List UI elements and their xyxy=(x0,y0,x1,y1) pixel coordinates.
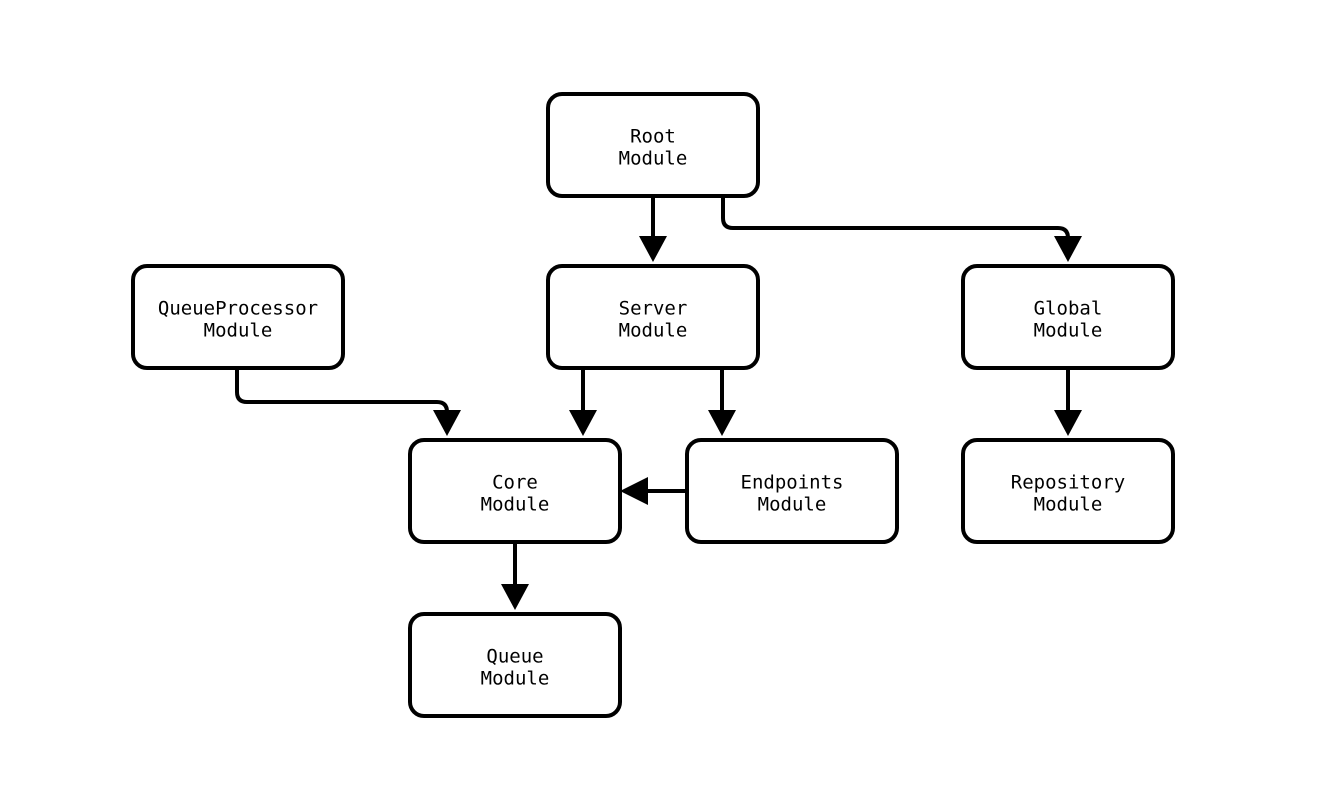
edge-root-to-server xyxy=(639,196,667,262)
arrowhead-root-to-server xyxy=(639,236,667,262)
node-root-module-label: Root xyxy=(630,126,676,148)
node-endpoints-module-box[interactable] xyxy=(685,438,899,544)
node-root-module-box[interactable] xyxy=(546,92,760,198)
node-core-module-sublabel: Module xyxy=(481,494,550,516)
edge-queueprocessor-to-core xyxy=(235,368,461,436)
node-queueprocessor-module-box[interactable] xyxy=(131,264,345,370)
arrowhead-global-to-repository xyxy=(1054,410,1082,436)
node-global-module-box[interactable] xyxy=(961,264,1175,370)
node-global-module-label: Global xyxy=(1034,298,1103,320)
node-repository-module-label: Repository xyxy=(1011,472,1125,494)
node-endpoints-module[interactable]: Endpoints Module xyxy=(685,438,899,544)
node-endpoints-module-label: Endpoints xyxy=(741,472,844,494)
node-queue-module-box[interactable] xyxy=(408,612,622,718)
edge-global-to-repository xyxy=(1054,368,1082,436)
arrowhead-queueprocessor-to-core xyxy=(433,410,461,436)
node-repository-module[interactable]: Repository Module xyxy=(961,438,1175,544)
node-server-module[interactable]: Server Module xyxy=(546,264,760,370)
node-core-module-box[interactable] xyxy=(408,438,622,544)
edge-root-to-global xyxy=(721,196,1082,262)
node-queueprocessor-module-sublabel: Module xyxy=(204,320,273,342)
edges-layer xyxy=(235,196,1082,610)
node-root-module-sublabel: Module xyxy=(619,148,688,170)
node-queue-module-label: Queue xyxy=(486,646,543,668)
arrowhead-endpoints-to-core xyxy=(620,477,648,505)
edge-server-to-core xyxy=(569,368,597,436)
node-repository-module-box[interactable] xyxy=(961,438,1175,544)
node-core-module[interactable]: Core Module xyxy=(408,438,622,544)
node-queue-module[interactable]: Queue Module xyxy=(408,612,622,718)
node-repository-module-sublabel: Module xyxy=(1034,494,1103,516)
edge-endpoints-to-core xyxy=(620,477,687,505)
node-server-module-sublabel: Module xyxy=(619,320,688,342)
node-queueprocessor-module[interactable]: QueueProcessor Module xyxy=(131,264,345,370)
arrowhead-core-to-queue xyxy=(501,584,529,610)
node-global-module-sublabel: Module xyxy=(1034,320,1103,342)
node-endpoints-module-sublabel: Module xyxy=(758,494,827,516)
arrowhead-server-to-endpoints xyxy=(708,410,736,436)
node-server-module-label: Server xyxy=(619,298,688,320)
node-server-module-box[interactable] xyxy=(546,264,760,370)
edge-core-to-queue xyxy=(501,542,529,610)
nodes-layer: Root Module QueueProcessor Module Server… xyxy=(131,92,1175,718)
node-core-module-label: Core xyxy=(492,472,538,494)
node-queue-module-sublabel: Module xyxy=(481,668,550,690)
node-global-module[interactable]: Global Module xyxy=(961,264,1175,370)
node-root-module[interactable]: Root Module xyxy=(546,92,760,198)
node-queueprocessor-module-label: QueueProcessor xyxy=(158,298,318,320)
edge-server-to-endpoints xyxy=(708,368,736,436)
arrowhead-server-to-core xyxy=(569,410,597,436)
arrowhead-root-to-global xyxy=(1054,236,1082,262)
